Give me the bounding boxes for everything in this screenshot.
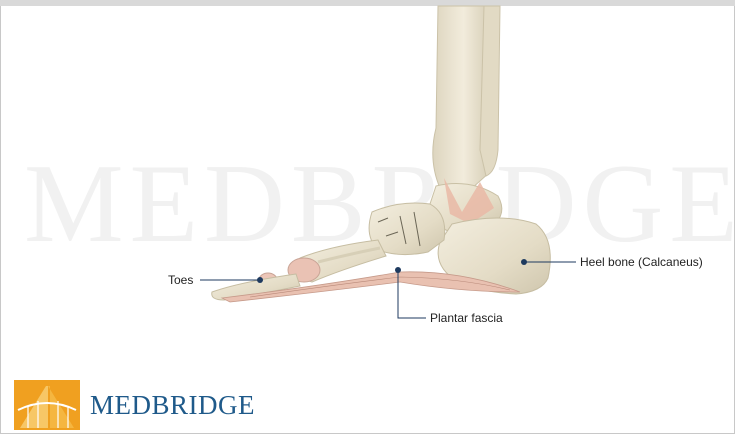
plantar-fascia-pointer-dot	[395, 267, 401, 273]
brand-name: MEDBRIDGE	[90, 390, 255, 421]
heel-bone-label: Heel bone (Calcaneus)	[580, 255, 703, 269]
toes-pointer-dot	[257, 277, 263, 283]
toes-label: Toes	[168, 273, 193, 287]
fibula-bone	[480, 6, 500, 176]
medbridge-logo-icon	[14, 380, 80, 430]
heel-pointer-dot	[521, 259, 527, 265]
plantar-fascia-label: Plantar fascia	[430, 311, 503, 325]
